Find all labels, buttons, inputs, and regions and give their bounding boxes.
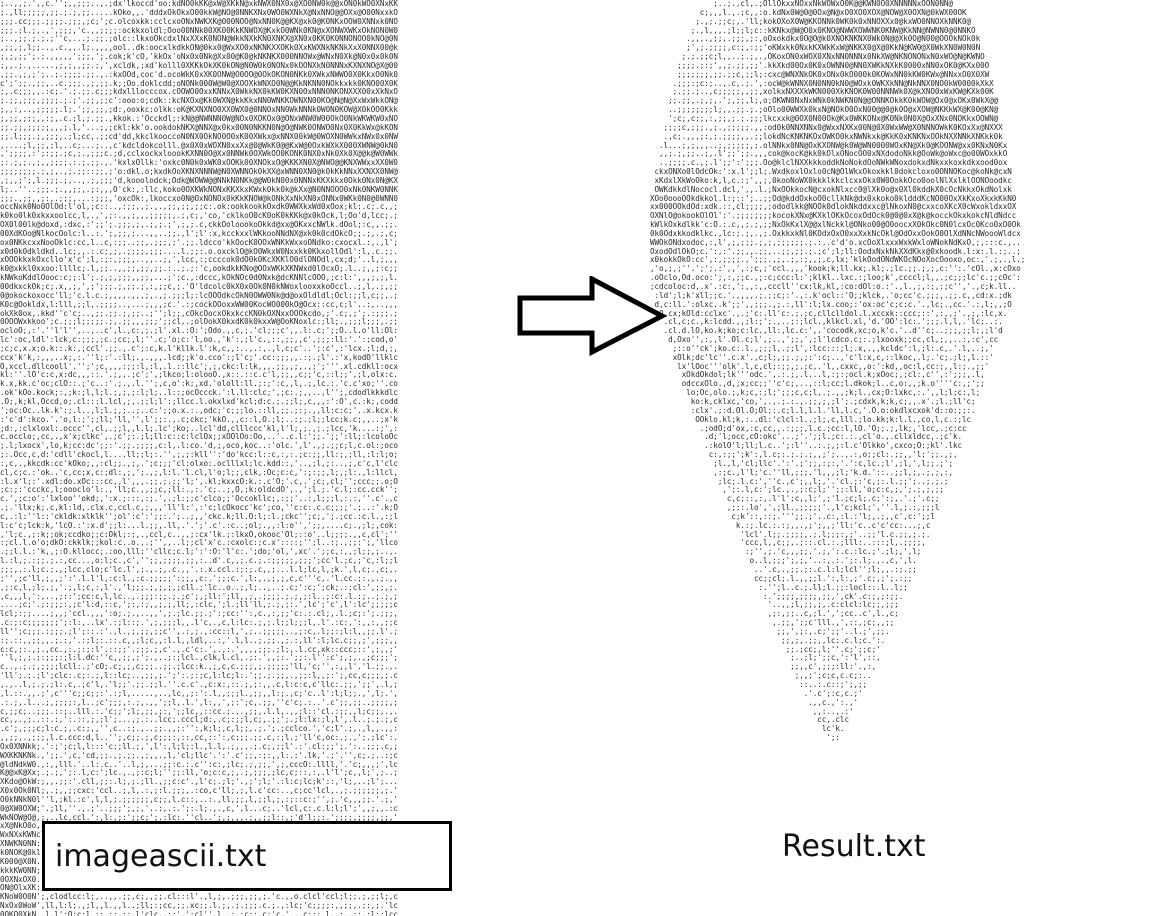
ascii-art-original: ;..,,;.',,c.'';,,;;;..,.;dx'lkoccd'oo:kd… (0, 0, 398, 916)
ascii-art-result-panel: ;..;.,cl,.;OllOkxxNOxxNkWOWxO0K@@KWN0O0X… (650, 0, 1152, 916)
ascii-art-heart-result: ;..;.,cl,.;OllOkxxNOxxNkWOWxO0K@@KWN0O0X… (650, 0, 1026, 743)
arrow-right-icon (517, 276, 668, 356)
left-file-label-box: imageascii.txt (42, 821, 452, 891)
right-file-label: Result.txt (782, 829, 926, 864)
left-file-label: imageascii.txt (55, 838, 267, 874)
